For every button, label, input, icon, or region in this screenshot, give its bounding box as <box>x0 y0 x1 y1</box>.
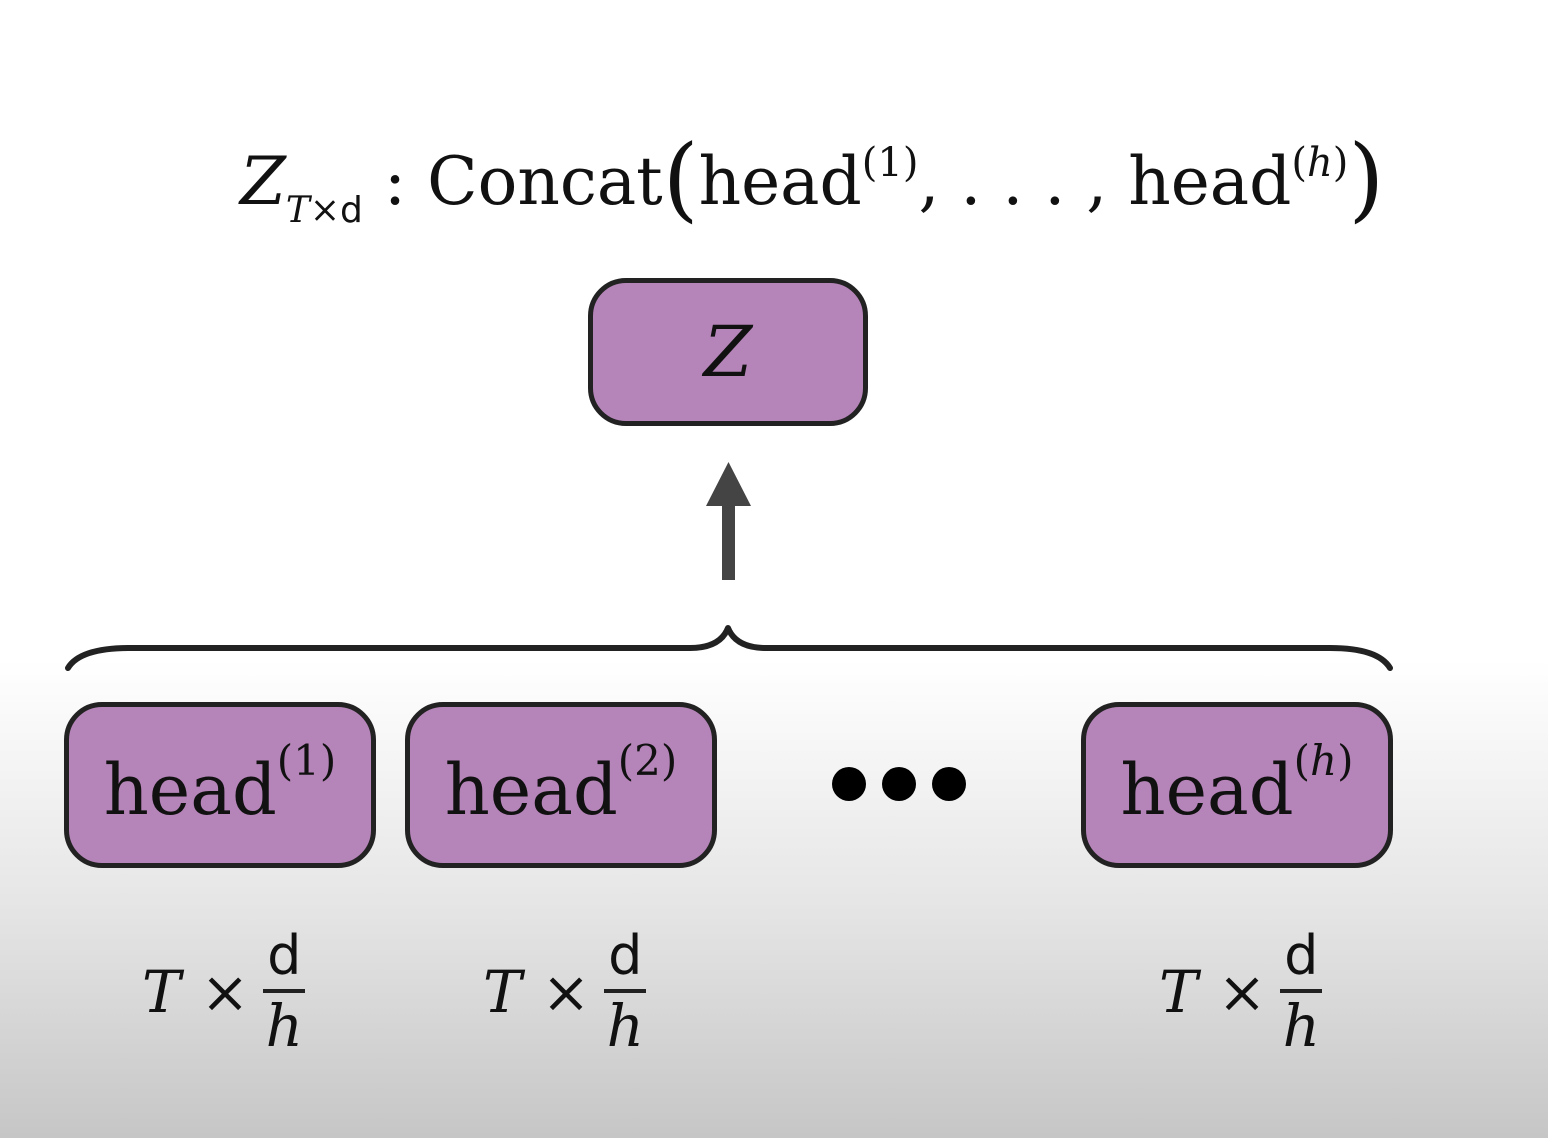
head-superscript: (2) <box>618 736 678 785</box>
head-sup-close: ) <box>319 735 337 785</box>
head-box-2: head(2) <box>405 702 717 868</box>
dimension-label-1: T × d h <box>142 922 306 1062</box>
fraction-bar <box>604 989 647 993</box>
head-sup-var: 2 <box>634 735 661 785</box>
output-z-label: Z <box>703 311 753 393</box>
ellipsis-dots-icon <box>832 767 966 801</box>
arrow-head <box>706 462 751 506</box>
dim-denominator: h <box>1282 992 1320 1060</box>
head-sup-var: h <box>1310 735 1338 785</box>
formula-lparen: ( <box>662 125 699 232</box>
formula-head-1: head <box>698 143 862 220</box>
head-box-h: head(h) <box>1081 702 1393 868</box>
dim-numerator: d <box>608 924 643 987</box>
formula-concat: Concat <box>427 143 663 220</box>
formula-head-h: head <box>1128 143 1292 220</box>
dim-numerator: d <box>267 924 302 987</box>
arrow-shaft <box>722 500 735 580</box>
dot-2 <box>882 767 916 801</box>
formula-ellipsis: , . . . , <box>918 143 1129 220</box>
dim-times: × <box>1217 958 1267 1026</box>
formula-colon: : <box>362 143 428 220</box>
dim-t: T <box>483 958 522 1026</box>
dim-t: T <box>1159 958 1198 1026</box>
formula-sup-1: (1) <box>861 140 919 186</box>
fraction-bar <box>263 989 306 993</box>
dim-numerator: d <box>1284 924 1319 987</box>
up-arrow-icon <box>706 462 751 580</box>
formula-sup-h-open: ( <box>1291 140 1308 186</box>
head-label: head <box>444 749 618 831</box>
formula-sup-h-close: ) <box>1332 140 1349 186</box>
head-label: head <box>103 749 277 831</box>
fraction-bar <box>1280 989 1323 993</box>
concat-formula: ZT×d : Concat(head(1), . . . , head(h)) <box>240 128 1384 232</box>
output-z-box: Z <box>588 278 868 426</box>
dimension-label-h: T × d h <box>1159 922 1323 1062</box>
dim-fraction: d h <box>604 924 647 1060</box>
head-sup-close: ) <box>1337 735 1354 785</box>
dot-3 <box>932 767 966 801</box>
dim-times: × <box>541 958 591 1026</box>
dim-times: × <box>200 958 250 1026</box>
dim-denominator: h <box>606 992 644 1060</box>
head-superscript: (h) <box>1294 736 1354 785</box>
head-superscript: (1) <box>277 736 337 785</box>
formula-sub-t: T <box>285 190 310 231</box>
head-sup-open: ( <box>276 735 294 785</box>
head-sup-var: 1 <box>293 735 320 785</box>
dimension-label-2: T × d h <box>483 922 647 1062</box>
dim-t: T <box>142 958 181 1026</box>
head-sup-open: ( <box>1293 735 1310 785</box>
formula-sub-d: d <box>340 190 363 231</box>
head-box-1: head(1) <box>64 702 376 868</box>
formula-subscript: T×d <box>286 190 363 231</box>
formula-rparen: ) <box>1348 125 1385 232</box>
formula-sup-h: (h) <box>1291 140 1348 186</box>
formula-sup-h-var: h <box>1307 140 1333 186</box>
formula-sub-times: × <box>309 190 341 231</box>
dim-fraction: d h <box>1280 924 1323 1060</box>
head-sup-close: ) <box>660 735 678 785</box>
curly-brace <box>65 625 1393 671</box>
head-label: head <box>1120 749 1294 831</box>
head-sup-open: ( <box>617 735 635 785</box>
dim-denominator: h <box>265 992 303 1060</box>
dot-1 <box>832 767 866 801</box>
formula-z: Z <box>240 143 286 220</box>
dim-fraction: d h <box>263 924 306 1060</box>
